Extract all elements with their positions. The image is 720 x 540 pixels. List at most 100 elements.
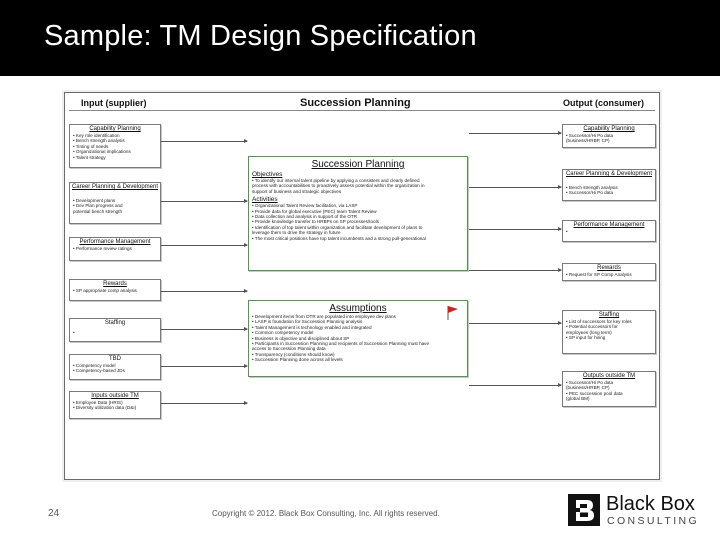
- line: (business/HRBP, CP): [566, 138, 610, 144]
- assumption-line: • LASP is foundation for Succession Plan…: [252, 319, 363, 325]
- output-rewards: Rewards • Request for SP Comp Analysis: [562, 263, 656, 281]
- objective-line: support of business and strategic object…: [252, 188, 342, 194]
- objective-line: process with accountabilities to proacti…: [252, 183, 425, 189]
- line: • Successor/Hi Po data: [566, 133, 614, 138]
- black-box-logo-icon: [568, 494, 600, 526]
- arrow-connector: [161, 364, 248, 368]
- design-spec-diagram: Input (supplier) Succession Planning Out…: [64, 92, 660, 480]
- activity-line: • Data collection and analysis in suppor…: [252, 214, 358, 220]
- arrow-connector: [161, 401, 248, 405]
- succession-planning-box: Succession Planning Objectives • To iden…: [248, 156, 468, 271]
- line: • Bench strength analysis: [566, 185, 618, 190]
- output-header: Output (consumer): [563, 98, 644, 108]
- activity-line: • The most critical positions have top t…: [252, 235, 426, 241]
- box-title: Staffing: [598, 312, 620, 318]
- activity-line: leverage them to drive the strategy in f…: [252, 230, 341, 236]
- output-capability-planning: Capability Planning • Successor/Hi Po da…: [562, 124, 656, 148]
- line: (business/HRBP, CP): [566, 385, 610, 391]
- arrow-connector: [161, 139, 248, 143]
- line: employees (long term): [566, 329, 612, 335]
- line: • Development plans: [73, 198, 116, 203]
- line: • Successor/Hi Po data: [566, 380, 614, 385]
- copyright-text: Copyright © 2012. Black Box Consulting, …: [212, 509, 440, 518]
- assumption-line: • Transparency (conditions should know): [252, 351, 335, 357]
- input-tbd: TBD • Competency model • Competency-base…: [69, 354, 161, 380]
- assumption-line: • Development items from OTR are populat…: [252, 314, 396, 319]
- assumptions-title: Assumptions: [329, 303, 387, 314]
- box-title: Career Planning & Development: [71, 184, 159, 190]
- box-title: Staffing: [104, 320, 126, 326]
- line: •: [566, 229, 568, 234]
- assumptions-box: Assumptions • Development items from OTR…: [248, 300, 468, 377]
- line: • Key role identification: [73, 133, 120, 138]
- arrow-connector: [469, 321, 562, 325]
- title-bar: [0, 0, 720, 76]
- line: • Organizational implications: [73, 149, 131, 155]
- box-title: Performance Management: [79, 239, 151, 245]
- line: • Request for SP Comp Analysis: [566, 272, 632, 277]
- activity-line: • Provide knowledge transfer to HRBPs on…: [252, 219, 379, 225]
- line: • SP input for hiring: [566, 335, 606, 341]
- line: • SP appropriate comp analysis: [73, 288, 137, 293]
- line: • List of successors for key roles: [566, 319, 632, 324]
- box-title: Capability Planning: [583, 126, 635, 132]
- line: (global BM): [566, 396, 590, 402]
- input-career-planning: Career Planning & Development • Developm…: [69, 182, 161, 224]
- box-title: TBD: [109, 356, 121, 362]
- objectives-label: Objectives: [252, 171, 283, 178]
- assumption-line: • Common competency model: [252, 330, 314, 336]
- slide-title: Sample: TM Design Specification: [44, 20, 477, 52]
- activity-line: • Organizational Talent Review facilitat…: [252, 203, 358, 209]
- box-title: Rewards: [597, 265, 621, 271]
- logo-name: Black Box: [606, 493, 695, 515]
- page-number: 24: [48, 508, 60, 519]
- black-box-logo: Black Box CONSULTING: [568, 492, 708, 528]
- arrow-connector: [161, 327, 248, 331]
- objective-line: • To identify our internal talent pipeli…: [252, 178, 420, 183]
- line: • Performance review ratings: [73, 246, 132, 251]
- red-flag-icon: [447, 306, 458, 320]
- center-title: Succession Planning: [311, 159, 405, 170]
- box-title: Capability Planning: [89, 126, 141, 132]
- box-title: Career Planning & Development: [565, 171, 653, 177]
- assumption-line: • Talent Management is technology enable…: [252, 324, 372, 330]
- input-capability-planning: Capability Planning • Key role identific…: [69, 124, 161, 168]
- arrow-connector: [161, 243, 248, 247]
- logo-subtitle: CONSULTING: [607, 515, 700, 527]
- arrow-connector: [469, 131, 562, 135]
- box-title: Inputs outside TM: [91, 393, 139, 399]
- line: • Talent strategy: [73, 154, 106, 160]
- input-rewards: Rewards • SP appropriate comp analysis: [69, 279, 161, 301]
- output-staffing: Staffing • List of successors for key ro…: [562, 310, 656, 354]
- line: • Competency-based JDs: [73, 368, 125, 374]
- line: • Dev Plan progress and: [73, 203, 123, 209]
- activity-line: • Provide data for global executive (PEC…: [252, 208, 377, 214]
- input-staffing: Staffing •: [69, 318, 161, 342]
- assumption-line: • Succession Planning done across all le…: [252, 357, 343, 363]
- arrow-connector: [469, 227, 562, 231]
- arrow-connector: [161, 289, 248, 293]
- output-performance-management: Performance Management •: [562, 220, 656, 242]
- assumption-line: • Participants in Succession Planning an…: [252, 341, 430, 347]
- activity-line: • Identification of top talent within or…: [252, 224, 423, 230]
- input-performance-management: Performance Management • Performance rev…: [69, 237, 161, 261]
- activities-label: Activities: [252, 196, 278, 204]
- input-header: Input (supplier): [81, 98, 147, 108]
- arrow-connector: [161, 199, 248, 203]
- line: • Employee Data (HRIS): [73, 400, 123, 405]
- arrow-connector: [469, 185, 562, 189]
- box-title: Outputs outside TM: [582, 373, 636, 379]
- line: • Timing of needs: [73, 143, 109, 149]
- line: • Bench strength analysis: [73, 138, 125, 144]
- box-title: Rewards: [103, 281, 127, 287]
- line: • PEC succession pool data: [566, 390, 623, 396]
- assumption-line: • Business is objective and disciplined …: [252, 335, 350, 341]
- line: • Successor/Hi Po data: [566, 190, 614, 196]
- line: •: [73, 330, 75, 335]
- output-outside-tm: Outputs outside TM • Successor/Hi Po dat…: [562, 371, 656, 407]
- box-title: Performance Management: [573, 222, 645, 228]
- header-divider: [69, 110, 655, 111]
- line: • Diversity utilization data (D&I): [73, 405, 137, 411]
- line: • Competency model: [73, 363, 116, 368]
- arrow-connector: [469, 268, 562, 272]
